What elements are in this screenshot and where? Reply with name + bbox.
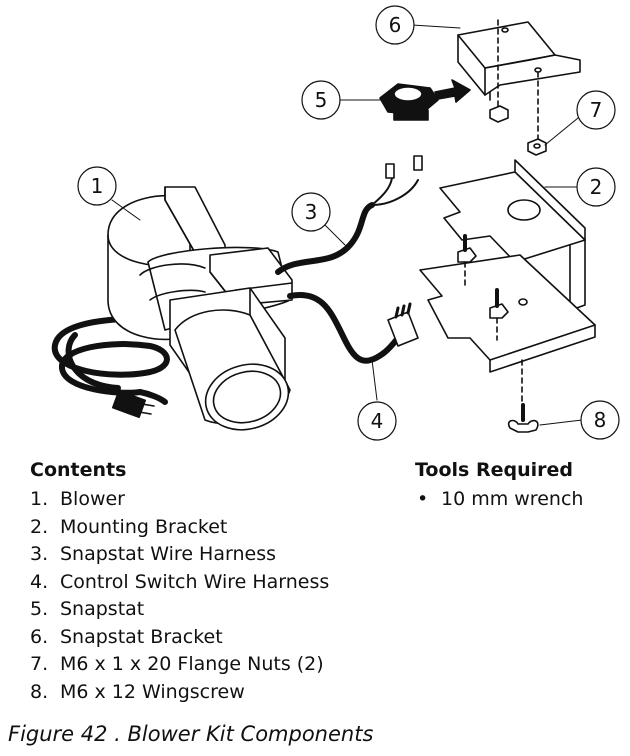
contents-item: 4. Control Switch Wire Harness — [30, 569, 390, 597]
item-label: M6 x 12 Wingscrew — [60, 680, 245, 703]
blower-kit-illustration: 1 2 3 4 5 6 7 8 — [51, 5, 620, 441]
callout-3: 3 — [291, 192, 331, 232]
contents-item: 2. Mounting Bracket — [30, 514, 390, 542]
contents-list: 1. Blower 2. Mounting Bracket 3. Snapstat W… — [30, 486, 390, 706]
callout-4: 4 — [357, 401, 397, 441]
contents-heading: Contents — [30, 459, 127, 481]
svg-text:4: 4 — [371, 409, 384, 433]
tool-label: 10 mm wrench — [441, 488, 584, 510]
snapstat-wire-harness-drawing — [275, 155, 423, 275]
mounting-bracket-drawing — [419, 159, 596, 406]
item-number: 4. — [30, 570, 49, 593]
blower-drawing — [51, 186, 293, 431]
callout-1: 1 — [77, 166, 117, 206]
callout-2: 2 — [576, 167, 616, 207]
item-label: Snapstat — [60, 598, 145, 620]
bullet-icon: • — [417, 488, 429, 510]
contents-item: 5. Snapstat — [30, 596, 390, 624]
svg-text:8: 8 — [594, 408, 607, 432]
contents-item: 3. Snapstat Wire Harness — [30, 541, 390, 569]
figure-caption: Figure 42 . Blower Kit Components — [8, 722, 374, 746]
svg-text:7: 7 — [590, 98, 603, 122]
item-label: Snapstat Bracket — [60, 625, 223, 648]
svg-text:3: 3 — [305, 200, 318, 224]
callout-6: 6 — [375, 5, 415, 45]
callout-leaders — [111, 24, 583, 426]
item-number: 8. — [30, 680, 49, 703]
contents-section: Contents 1. Blower 2. Mounting Bracket 3. S… — [30, 458, 390, 706]
svg-text:6: 6 — [389, 13, 402, 37]
item-number: 6. — [30, 625, 49, 648]
callout-5: 5 — [301, 80, 341, 120]
callout-8: 8 — [580, 400, 620, 440]
item-number: 3. — [30, 543, 49, 565]
flange-nut-drawing — [527, 138, 547, 156]
svg-text:1: 1 — [91, 174, 104, 198]
wingscrew-drawing — [507, 403, 539, 433]
item-number: 7. — [30, 653, 49, 675]
item-number: 2. — [30, 515, 49, 538]
contents-item: 1. Blower — [30, 486, 390, 514]
tools-list: • 10 mm wrench — [415, 486, 625, 514]
item-number: 1. — [30, 488, 49, 510]
contents-item: 7. M6 x 1 x 20 Flange Nuts (2) — [30, 651, 390, 679]
contents-item: 8. M6 x 12 Wingscrew — [30, 679, 390, 707]
control-switch-harness-drawing — [287, 291, 419, 364]
snapstat-drawing — [379, 79, 471, 121]
svg-text:2: 2 — [590, 175, 603, 199]
snapstat-bracket-drawing — [457, 19, 581, 141]
svg-text:5: 5 — [315, 88, 328, 112]
item-label: Control Switch Wire Harness — [60, 570, 330, 593]
item-number: 5. — [30, 598, 49, 620]
tools-section: Tools Required • 10 mm wrench — [415, 458, 625, 514]
item-label: Mounting Bracket — [60, 515, 228, 538]
contents-item: 6. Snapstat Bracket — [30, 624, 390, 652]
item-label: Snapstat Wire Harness — [60, 543, 276, 565]
callout-7: 7 — [576, 90, 616, 130]
tools-heading: Tools Required — [415, 459, 573, 481]
item-label: Blower — [60, 488, 125, 510]
item-label: M6 x 1 x 20 Flange Nuts (2) — [60, 653, 324, 675]
tools-item: • 10 mm wrench — [415, 486, 625, 514]
